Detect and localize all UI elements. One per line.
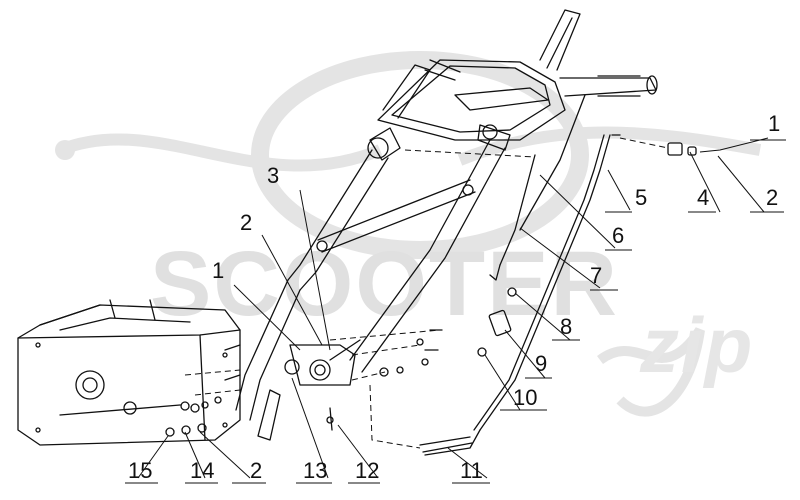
shift-bracket [284, 339, 361, 386]
callout-label: 9 [535, 351, 548, 376]
callout-label: 2 [240, 210, 253, 235]
callout-label: 5 [635, 185, 648, 210]
callout-label: 8 [560, 314, 573, 339]
linkage-rods [419, 94, 621, 456]
watermark-script-text: zip [640, 301, 755, 389]
watermark-brand-text: SCOOTER [150, 233, 619, 335]
callout-label: 12 [355, 458, 380, 483]
callout-label: 1 [768, 111, 781, 136]
callout-label: 2 [250, 458, 263, 483]
callout-label: 2 [766, 185, 779, 210]
callout-label: 11 [460, 458, 483, 483]
assembly-guide-lines [184, 137, 669, 449]
callout-label: 4 [697, 185, 710, 210]
callout-leaders [125, 137, 786, 484]
gearbox-housing [17, 299, 241, 446]
callout-label: 3 [267, 163, 280, 188]
callout-label: 10 [513, 385, 538, 410]
callout-label: 6 [612, 223, 625, 248]
callout-label: 15 [128, 458, 153, 483]
handle-frame [235, 139, 506, 441]
callout-label: 1 [212, 258, 225, 283]
callout-label: 13 [303, 458, 328, 483]
callout-label: 7 [590, 263, 603, 288]
handlebar-assembly [367, 9, 658, 161]
callout-label: 14 [190, 458, 215, 483]
